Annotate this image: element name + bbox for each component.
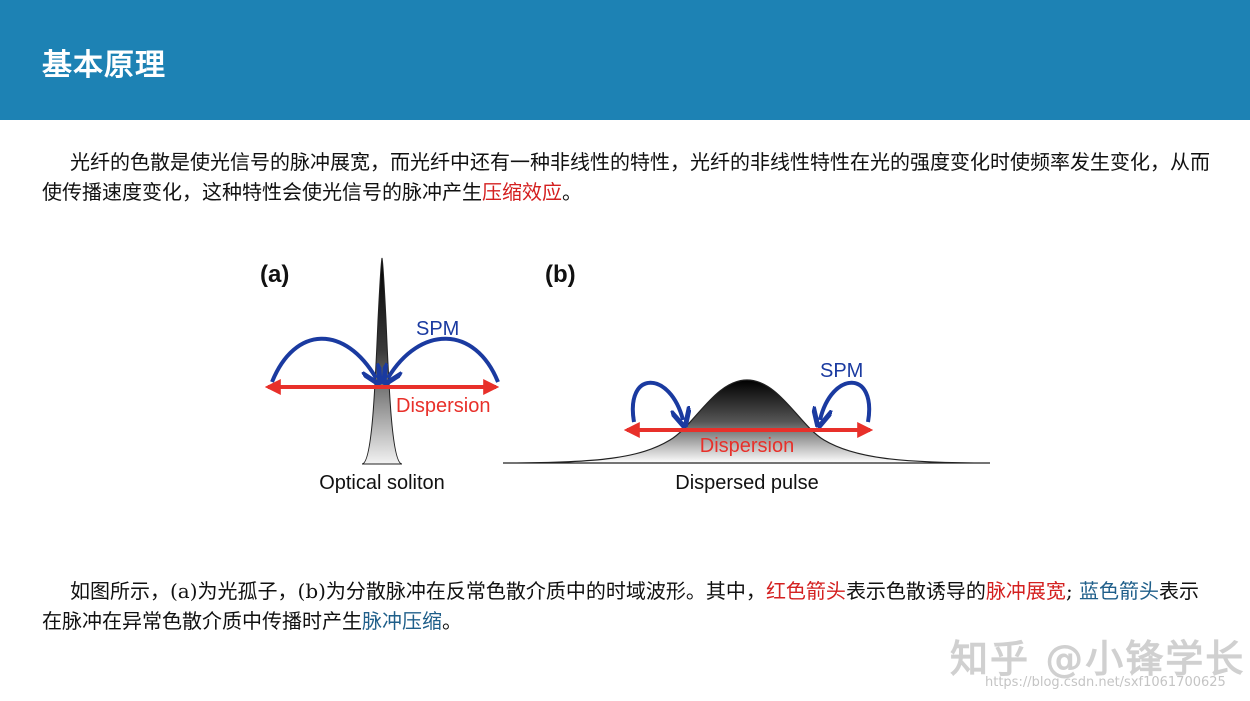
dispersed-pulse-caption: Dispersed pulse [675, 472, 818, 494]
blog-url-watermark: https://blog.csdn.net/sxf1061700625 [985, 675, 1226, 690]
soliton-spm-arrow-left [270, 336, 376, 382]
pulse-diagram: (a) SPM Dispersion Optical soliton (b) S… [250, 240, 1010, 510]
pulse-spm-arrow-right [820, 380, 872, 422]
blue-arrow-term: 蓝色箭头 [1079, 579, 1160, 603]
pulse-spm-label: SPM [820, 360, 863, 382]
intro-text: 光纤的色散是使光信号的脉冲展宽，而光纤中还有一种非线性的特性，光纤的非线性特性在… [42, 150, 1210, 204]
optical-soliton-caption: Optical soliton [319, 472, 445, 494]
panel-b-label: (b) [545, 261, 576, 288]
intro-end: 。 [562, 180, 582, 204]
header-bar: 基本原理 [0, 0, 1250, 120]
red-arrow-term: 红色箭头 [765, 579, 846, 603]
soliton-dispersion-label: Dispersion [396, 395, 490, 417]
pulse-spm-arrow-left [630, 380, 683, 422]
panel-a-label: (a) [260, 261, 289, 288]
soliton-spm-label: SPM [416, 318, 459, 340]
explanation-paragraph: 如图所示，(a)为光孤子，(b)为分散脉冲在反常色散介质中的时域波形。其中，红色… [42, 576, 1214, 636]
compression-effect-highlight: 压缩效应 [482, 180, 562, 204]
page-title: 基本原理 [42, 48, 166, 83]
explanation-end: 。 [442, 609, 462, 633]
explanation-separator: ; [1065, 579, 1080, 603]
optical-soliton-shape [361, 257, 403, 465]
pulse-dispersion-label: Dispersion [700, 435, 794, 457]
pulse-broadening-term: 脉冲展宽 [985, 579, 1066, 603]
zhihu-watermark: 知乎 @小锋学长 [950, 637, 1246, 681]
explanation-text-2: 表示色散诱导的 [845, 579, 986, 603]
explanation-text-1: 如图所示，(a)为光孤子，(b)为分散脉冲在反常色散介质中的时域波形。其中， [70, 579, 766, 603]
dispersed-pulse-shape [502, 379, 991, 464]
soliton-spm-arrow-right [388, 336, 500, 382]
pulse-compression-term: 脉冲压缩 [362, 609, 442, 633]
pulse-diagram-svg: (a) SPM Dispersion Optical soliton (b) S… [260, 257, 991, 494]
intro-paragraph: 光纤的色散是使光信号的脉冲展宽，而光纤中还有一种非线性的特性，光纤的非线性特性在… [42, 147, 1214, 207]
explanation-text-3: 表示在脉冲在异常色散介质中传播时产生 [42, 579, 1200, 633]
